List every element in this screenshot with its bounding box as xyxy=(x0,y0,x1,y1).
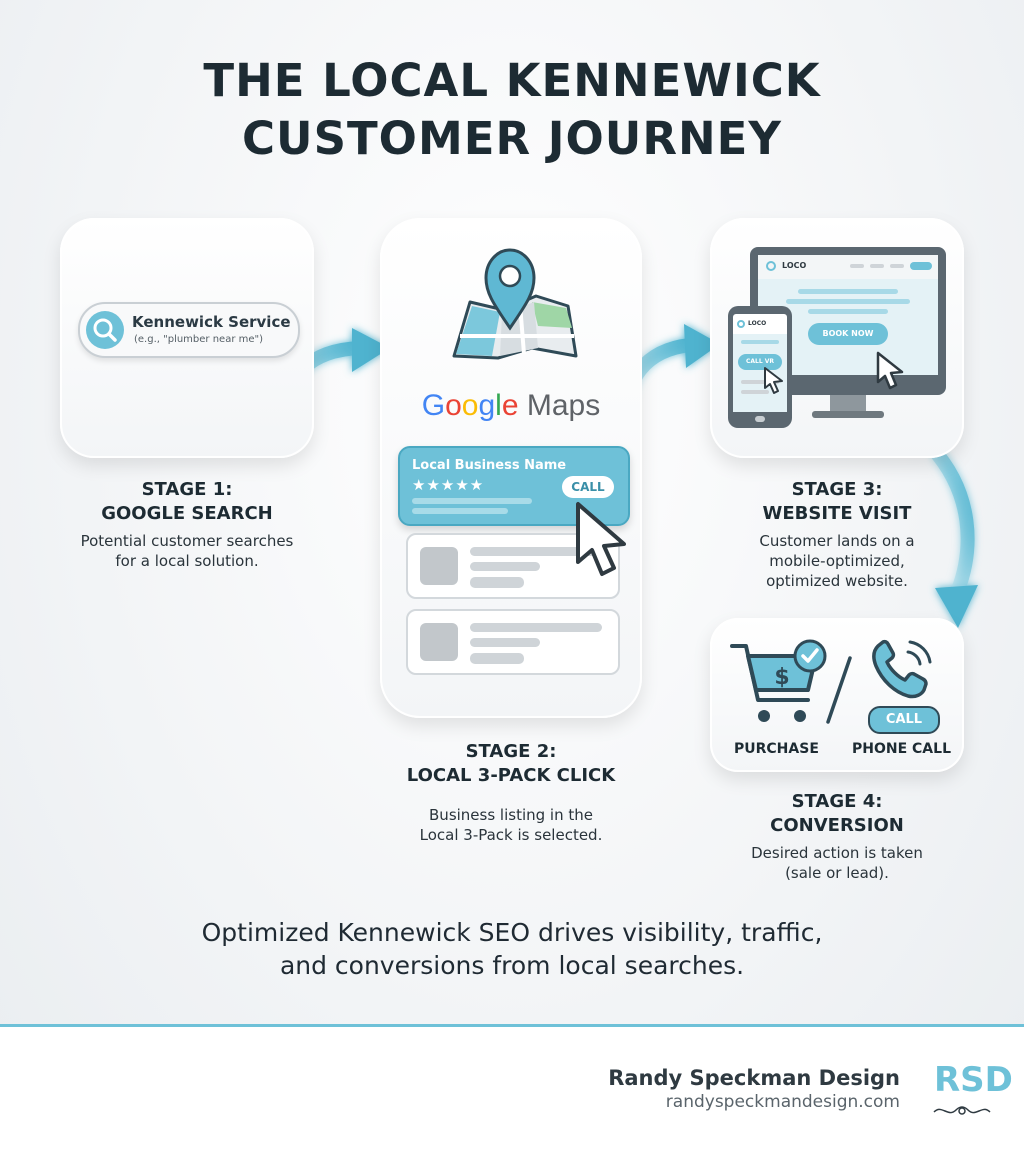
footer-divider xyxy=(0,1024,1024,1027)
divider-slash xyxy=(826,656,852,724)
stage-3-heading: STAGE 3: WEBSITE VISIT xyxy=(710,478,964,526)
stage-4-description: Desired action is taken (sale or lead). xyxy=(710,843,964,883)
title-line-2: CUSTOMER JOURNEY xyxy=(242,112,782,165)
call-now-button[interactable]: CALL VR xyxy=(738,354,782,370)
listing-rating-stars: ★★★★★ xyxy=(412,476,485,494)
stage-2-heading: STAGE 2: LOCAL 3-PACK CLICK xyxy=(380,740,642,788)
monitor-base xyxy=(812,411,884,418)
page-title: THE LOCAL KENNEWICK CUSTOMER JOURNEY xyxy=(0,52,1024,168)
search-hint-text: (e.g., "plumber near me") xyxy=(134,334,264,345)
search-query-text: Kennewick Service xyxy=(132,313,291,331)
stage-2-number: STAGE 2: xyxy=(465,741,557,762)
summary-line-1: Optimized Kennewick SEO drives visibilit… xyxy=(201,918,823,947)
monitor-site-logo: LOCO xyxy=(782,261,807,270)
stage-4-desc-line-2: (sale or lead). xyxy=(785,864,889,882)
listing-call-button[interactable]: CALL xyxy=(562,476,614,498)
stage-3-desc-line-2: mobile-optimized, xyxy=(769,552,905,570)
stage-3-description: Customer lands on a mobile-optimized, op… xyxy=(710,531,964,591)
svg-text:$: $ xyxy=(774,665,789,690)
stage-3-number: STAGE 3: xyxy=(791,479,883,500)
cursor-icon xyxy=(876,351,904,390)
map-icon xyxy=(452,248,578,360)
map-pin-icon xyxy=(484,248,536,331)
phone-text-bar xyxy=(741,390,769,394)
stage-2-desc-line-1: Business listing in the xyxy=(429,806,593,824)
nav-link[interactable] xyxy=(850,264,864,268)
cart-icon: $ xyxy=(730,639,827,722)
logo-mark-icon xyxy=(766,261,776,271)
nav-link[interactable] xyxy=(890,264,904,268)
cursor-icon xyxy=(764,367,783,394)
stage-3-desc-line-1: Customer lands on a xyxy=(759,532,915,550)
logo-mark-icon xyxy=(737,320,745,328)
stage-1-description: Potential customer searches for a local … xyxy=(40,531,334,571)
stage-2-description: Business listing in the Local 3-Pack is … xyxy=(380,805,642,845)
hero-text-bar xyxy=(786,299,910,304)
maps-wordmark: Maps xyxy=(526,389,601,422)
stage-1-title: GOOGLE SEARCH xyxy=(101,503,273,524)
stage-1-heading: STAGE 1: GOOGLE SEARCH xyxy=(60,478,314,526)
hero-text-bar xyxy=(808,309,888,314)
stage-2-title: LOCAL 3-PACK CLICK xyxy=(406,765,616,786)
stage-2-desc-line-2: Local 3-Pack is selected. xyxy=(419,826,603,844)
arrow-icon xyxy=(931,448,978,628)
stage-1-number: STAGE 1: xyxy=(141,479,233,500)
listing-detail-bar xyxy=(412,508,508,514)
stage-4-desc-line-1: Desired action is taken xyxy=(751,844,923,862)
listing-card[interactable] xyxy=(406,609,620,675)
listing-business-name: Local Business Name xyxy=(412,458,567,473)
brand-name: Randy Speckman Design xyxy=(608,1066,900,1090)
footer xyxy=(0,1027,1024,1154)
stage-3-desc-line-3: optimized website. xyxy=(766,572,908,590)
listing-text-bar xyxy=(470,547,602,556)
listing-text-bar xyxy=(470,577,524,588)
stage-4-number: STAGE 4: xyxy=(791,791,883,812)
listing-text-bar xyxy=(470,562,540,571)
site-header: LOCO xyxy=(758,255,938,279)
stage-1-desc-line-2: for a local solution. xyxy=(115,552,259,570)
book-now-button[interactable]: BOOK NOW xyxy=(808,323,888,345)
summary-text: Optimized Kennewick SEO drives visibilit… xyxy=(0,916,1024,982)
phone-hero: CALL VR xyxy=(733,334,787,412)
listing-detail-bar xyxy=(412,498,532,504)
hero-text-bar xyxy=(798,289,898,294)
listing-text-bar xyxy=(470,638,540,647)
cursor-icon xyxy=(576,502,626,576)
phone-handset-icon xyxy=(872,639,932,699)
nav-link[interactable] xyxy=(870,264,884,268)
title-line-1: THE LOCAL KENNEWICK xyxy=(203,54,821,107)
phone-call-label: PHONE CALL xyxy=(852,741,951,757)
search-bar[interactable]: Kennewick Service (e.g., "plumber near m… xyxy=(78,302,300,358)
brand-url-link[interactable]: randyspeckmandesign.com xyxy=(665,1092,900,1112)
google-maps-logo: Google Maps xyxy=(380,388,642,423)
phone-site-logo: LOCO xyxy=(748,320,767,327)
monitor-stand xyxy=(830,395,866,413)
listing-text-bar xyxy=(470,623,602,632)
google-wordmark: Google xyxy=(421,389,519,422)
selected-business-listing[interactable]: Local Business Name ★★★★★ CALL xyxy=(398,446,630,526)
stage-4-title: CONVERSION xyxy=(770,815,904,836)
phone-home-button xyxy=(755,416,765,422)
stage-3-title: WEBSITE VISIT xyxy=(762,503,912,524)
summary-line-2: and conversions from local searches. xyxy=(279,951,745,980)
listing-thumbnail xyxy=(420,623,458,661)
phone-text-bar xyxy=(741,380,779,384)
listing-thumbnail xyxy=(420,547,458,585)
hero-text-bar xyxy=(741,340,779,344)
check-icon xyxy=(793,639,827,673)
stage-4-heading: STAGE 4: CONVERSION xyxy=(710,790,964,838)
phone-call-button[interactable]: CALL xyxy=(868,706,940,734)
search-button[interactable] xyxy=(86,311,124,349)
listing-text-bar xyxy=(470,653,524,664)
logo-flourish-icon xyxy=(933,1106,991,1115)
phone-icon: LOCO CALL VR xyxy=(728,306,792,428)
nav-cta[interactable] xyxy=(910,262,932,270)
phone-screen: LOCO CALL VR xyxy=(733,314,787,412)
purchase-label: PURCHASE xyxy=(734,741,819,757)
stage-1-desc-line-1: Potential customer searches xyxy=(80,532,294,550)
search-icon xyxy=(93,318,117,342)
brand-logo: RSD xyxy=(934,1060,1013,1100)
